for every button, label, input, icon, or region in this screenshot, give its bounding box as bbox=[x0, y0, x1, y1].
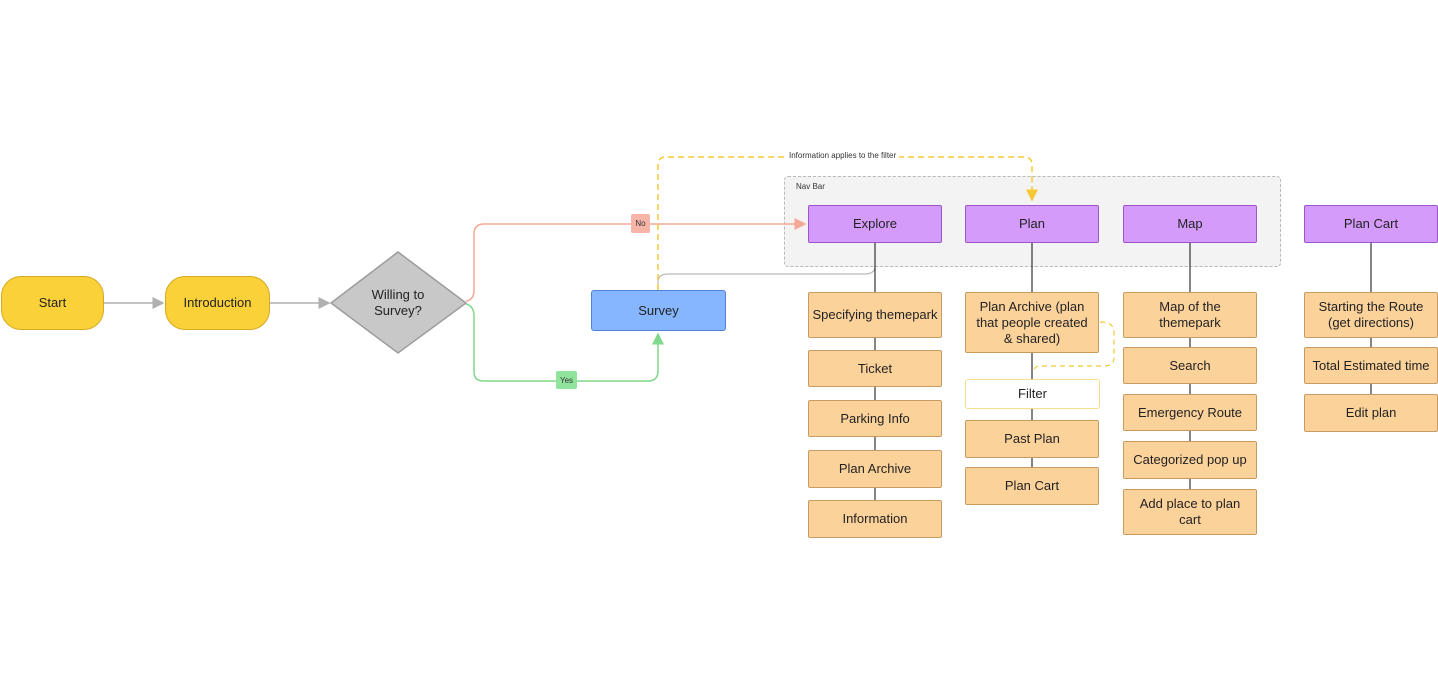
filter-item[interactable]: Filter bbox=[965, 379, 1100, 409]
introduction-node[interactable]: Introduction bbox=[165, 276, 270, 330]
edge-no bbox=[465, 218, 807, 302]
explore-item[interactable]: Parking Info bbox=[808, 400, 942, 437]
explore-item[interactable]: Specifying themepark bbox=[808, 292, 942, 338]
nav-map[interactable]: Map bbox=[1123, 205, 1257, 243]
map-item[interactable]: Emergency Route bbox=[1123, 394, 1257, 431]
plan-cart-item[interactable]: Plan Cart bbox=[965, 467, 1099, 505]
explore-item[interactable]: Information bbox=[808, 500, 942, 538]
decision-label[interactable]: Willing to Survey? bbox=[371, 287, 425, 318]
map-item[interactable]: Map of the themepark bbox=[1123, 292, 1257, 338]
edge-survey-navbar bbox=[657, 265, 876, 290]
nav-plan[interactable]: Plan bbox=[965, 205, 1099, 243]
plan-cart-column-item[interactable]: Total Estimated time bbox=[1304, 347, 1438, 384]
map-item[interactable]: Search bbox=[1123, 347, 1257, 384]
edge-yes-label: Yes bbox=[556, 371, 577, 389]
nav-plan-cart[interactable]: Plan Cart bbox=[1304, 205, 1438, 243]
map-item[interactable]: Categorized pop up bbox=[1123, 441, 1257, 479]
edge-no-label: No bbox=[631, 214, 650, 233]
info-note-label: Information applies to the filter bbox=[786, 151, 900, 160]
edge-yes bbox=[465, 303, 664, 382]
survey-node[interactable]: Survey bbox=[591, 290, 726, 331]
edge-info-filter bbox=[657, 156, 1038, 290]
plan-cart-column-item[interactable]: Starting the Route (get directions) bbox=[1304, 292, 1438, 338]
explore-item[interactable]: Plan Archive bbox=[808, 450, 942, 488]
map-item[interactable]: Add place to plan cart bbox=[1123, 489, 1257, 535]
past-plan-item[interactable]: Past Plan bbox=[965, 420, 1099, 458]
nav-explore[interactable]: Explore bbox=[808, 205, 942, 243]
explore-item[interactable]: Ticket bbox=[808, 350, 942, 387]
decision-diamond bbox=[329, 251, 468, 354]
plan-archive-item[interactable]: Plan Archive (plan that people created &… bbox=[965, 292, 1099, 353]
nav-bar-label: Nav Bar bbox=[796, 182, 825, 191]
start-node[interactable]: Start bbox=[1, 276, 104, 330]
plan-cart-column-item[interactable]: Edit plan bbox=[1304, 394, 1438, 432]
